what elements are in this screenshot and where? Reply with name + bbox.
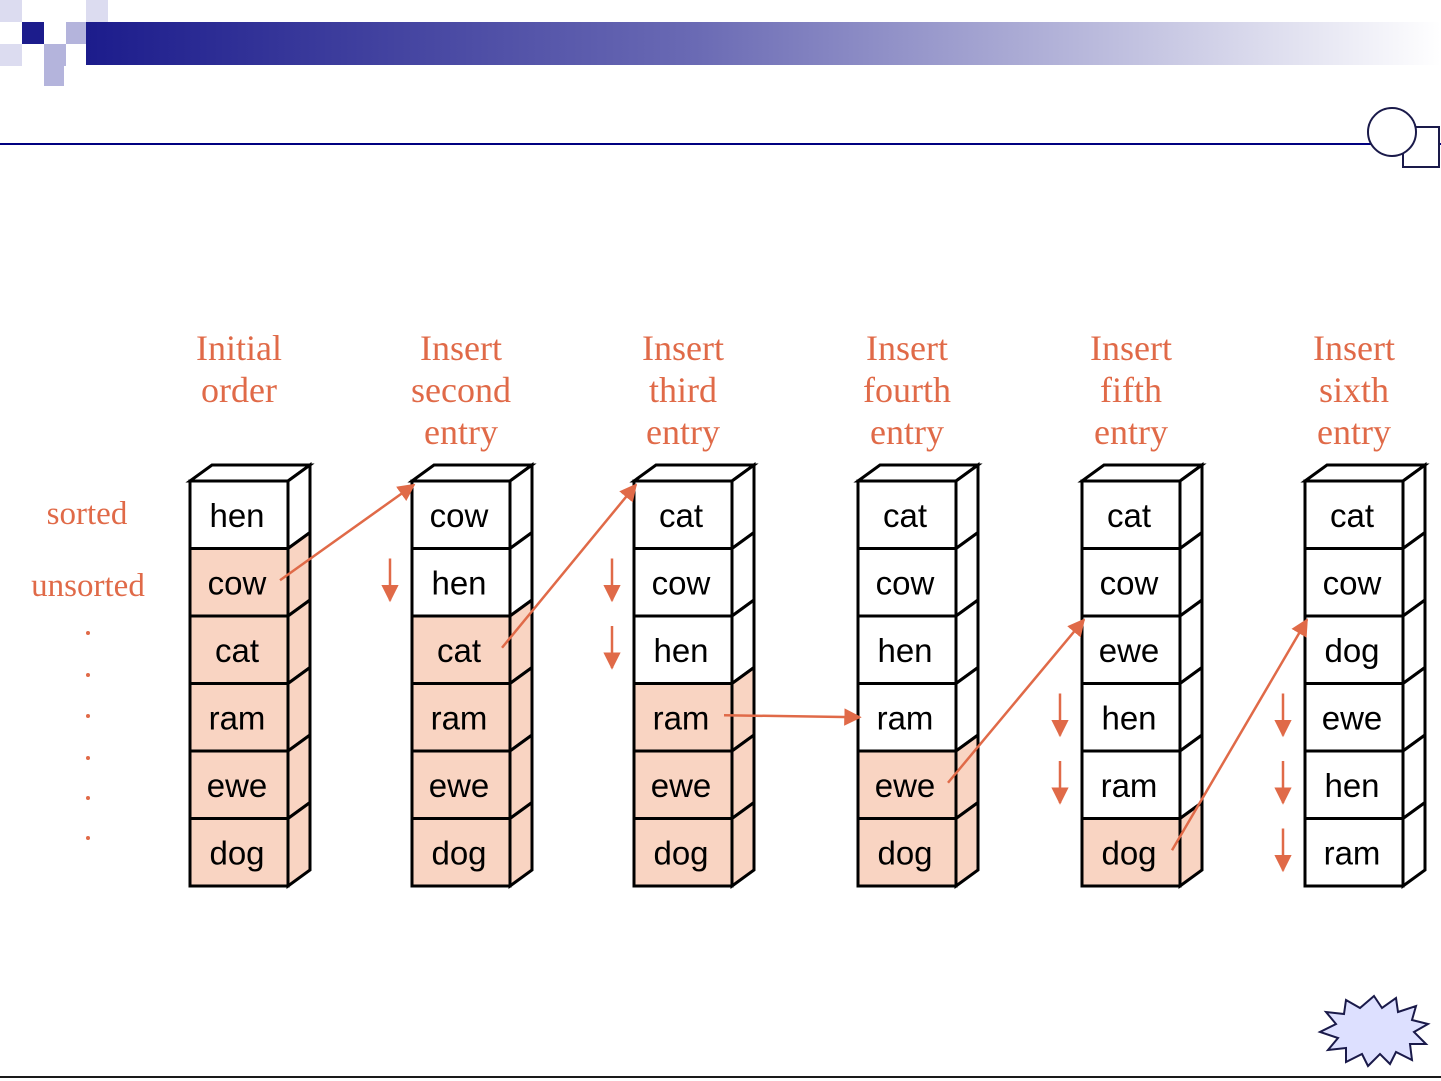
cell-word: hen <box>431 564 486 601</box>
cell-word: dog <box>653 834 708 871</box>
column-header: entry <box>1317 412 1391 452</box>
column-header: Insert <box>866 328 948 368</box>
column-header: second <box>411 370 511 410</box>
cell-side-face <box>956 803 978 887</box>
cell-word: dog <box>209 834 264 871</box>
column-header: Insert <box>1090 328 1172 368</box>
column-header: fifth <box>1100 370 1162 410</box>
ellipsis-dots <box>86 631 90 840</box>
column-header: sixth <box>1319 370 1389 410</box>
column-header: entry <box>870 412 944 452</box>
cell-word: hen <box>653 632 708 669</box>
cell-word: ram <box>653 699 710 736</box>
cell-word: ram <box>1101 767 1158 804</box>
cell-word: ewe <box>1322 699 1383 736</box>
cell-word: cat <box>1330 497 1374 534</box>
cell-side-face <box>288 803 310 887</box>
cell-word: cat <box>437 632 481 669</box>
column-header: entry <box>646 412 720 452</box>
column-header: fourth <box>863 370 951 410</box>
cell-side-face <box>732 803 754 887</box>
cell-word: cow <box>208 564 267 601</box>
cell-word: ewe <box>1099 632 1160 669</box>
column-header: third <box>649 370 717 410</box>
stack-column: Initialorder hen cow cat ram ewe dog <box>190 328 310 886</box>
column-header: entry <box>1094 412 1168 452</box>
cell-word: hen <box>877 632 932 669</box>
cell-word: cat <box>1107 497 1151 534</box>
cell-word: ram <box>209 699 266 736</box>
cell-word: cow <box>652 564 711 601</box>
cell-word: dog <box>877 834 932 871</box>
cell-word: ewe <box>207 767 268 804</box>
cell-word: dog <box>1101 834 1156 871</box>
bottom-rule <box>0 1076 1441 1078</box>
cell-side-face <box>1180 803 1202 887</box>
cell-word: cow <box>876 564 935 601</box>
cell-word: ram <box>431 699 488 736</box>
column-header: Insert <box>1313 328 1395 368</box>
cell-word: cow <box>1323 564 1382 601</box>
column-header: entry <box>424 412 498 452</box>
cell-word: cow <box>1100 564 1159 601</box>
column-header: Initial <box>196 328 282 368</box>
cell-word: cat <box>883 497 927 534</box>
column-header: Insert <box>642 328 724 368</box>
column-header: Insert <box>420 328 502 368</box>
cell-word: cat <box>215 632 259 669</box>
starburst-icon <box>1320 996 1428 1066</box>
cell-word: ewe <box>875 767 936 804</box>
cell-word: dog <box>431 834 486 871</box>
unsorted-label: unsorted <box>31 568 145 604</box>
cell-word: ram <box>877 699 934 736</box>
column-header: order <box>201 370 277 410</box>
next-slide-button[interactable] <box>1316 992 1432 1068</box>
cell-word: hen <box>1324 767 1379 804</box>
cell-word: ram <box>1324 834 1381 871</box>
sorted-label: sorted <box>47 496 128 532</box>
cell-word: hen <box>209 497 264 534</box>
cell-word: dog <box>1324 632 1379 669</box>
cell-word: cat <box>659 497 703 534</box>
cell-word: ewe <box>429 767 490 804</box>
cell-word: cow <box>430 497 489 534</box>
cell-word: hen <box>1101 699 1156 736</box>
cell-side-face <box>1403 803 1425 887</box>
cell-word: ewe <box>651 767 712 804</box>
cell-side-face <box>510 803 532 887</box>
